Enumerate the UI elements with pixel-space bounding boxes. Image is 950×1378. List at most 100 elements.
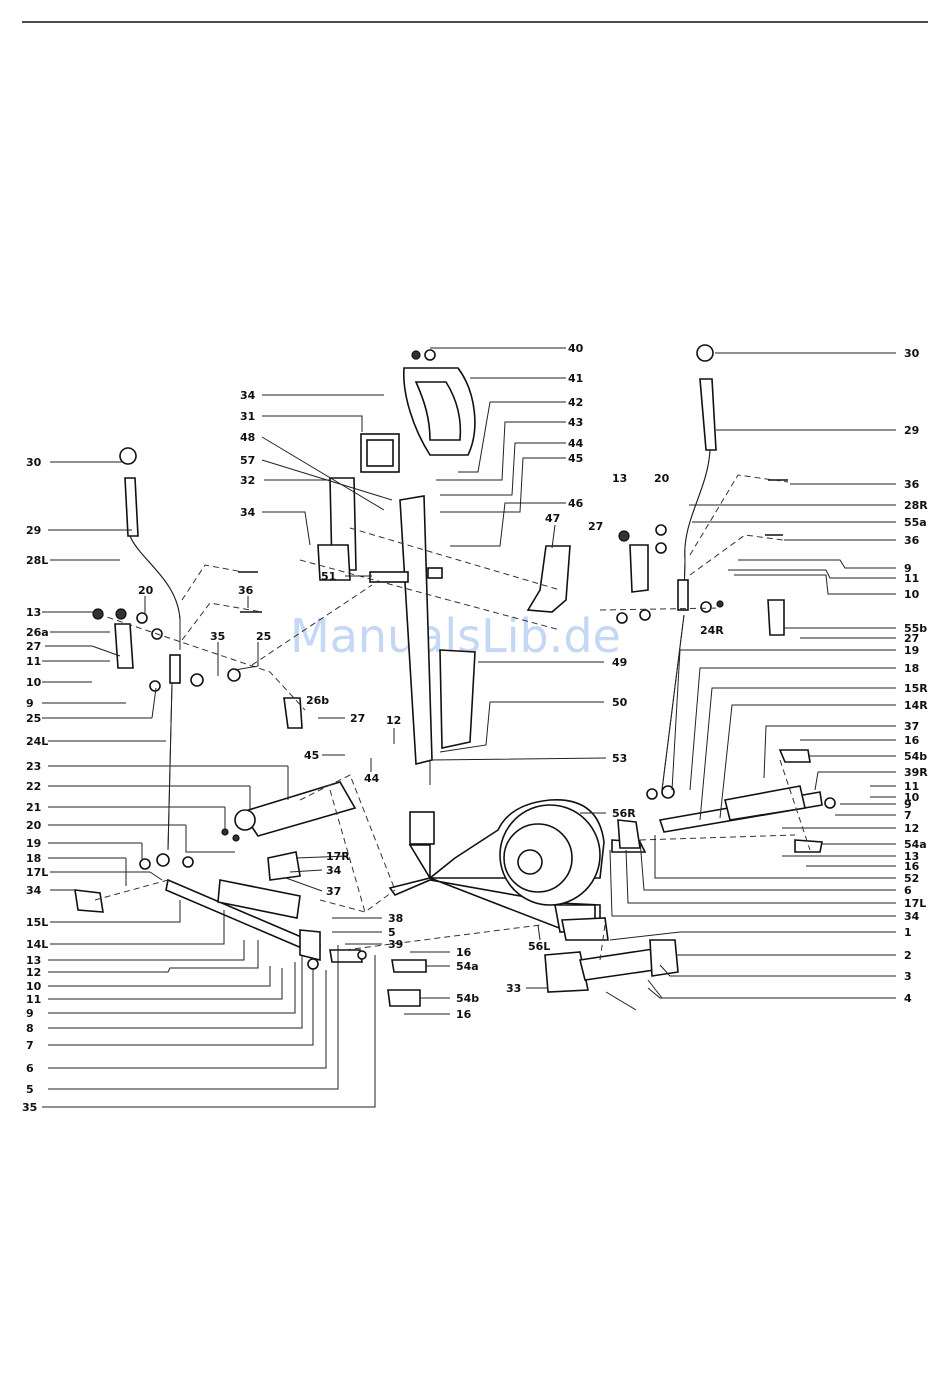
callout: 16 [904, 860, 920, 873]
callout: 54b [904, 750, 927, 763]
callout: 20 [138, 584, 154, 597]
callout: 47 [545, 512, 560, 525]
callout: 15L [26, 916, 48, 929]
callout: 54b [456, 992, 479, 1005]
callout: 49 [612, 656, 627, 669]
callout: 54a [904, 838, 927, 851]
callout: 27 [350, 712, 365, 725]
callout: 13 [612, 472, 627, 485]
callout: 34 [240, 506, 256, 519]
left-pedal-arm [74, 851, 427, 1007]
callout: 36 [238, 584, 254, 597]
callout: 7 [26, 1039, 34, 1052]
callout: 14R [904, 699, 928, 712]
callout: 11 [904, 780, 919, 793]
callout: 35 [22, 1101, 37, 1114]
callout: 8 [26, 1022, 34, 1035]
callout: 31 [240, 410, 255, 423]
callout: 32 [240, 474, 255, 487]
assembly-lines [94, 474, 811, 961]
callout: 46 [568, 497, 584, 510]
callout: 24R [700, 624, 724, 637]
callout: 25 [26, 712, 41, 725]
callout: 7 [904, 809, 912, 822]
callout: 16 [456, 1008, 472, 1021]
callout: 33 [506, 982, 521, 995]
callout: 19 [904, 644, 919, 657]
callout: 14L [26, 938, 48, 951]
callout: 2 [904, 949, 912, 962]
callout: 30 [26, 456, 42, 469]
callout: 5 [388, 926, 396, 939]
callout: 11 [904, 572, 919, 585]
callout: 24L [26, 735, 48, 748]
callout: 34 [26, 884, 42, 897]
callout: 37 [904, 720, 919, 733]
callout: 12 [386, 714, 401, 727]
callout: 34 [240, 389, 256, 402]
callout: 10 [26, 980, 42, 993]
callout: 9 [26, 1007, 34, 1020]
callout: 25 [256, 630, 271, 643]
callout: 17L [26, 866, 48, 879]
callout: 52 [904, 872, 919, 885]
callout: 41 [568, 372, 583, 385]
callout: 39R [904, 766, 928, 779]
callout: 27 [26, 640, 41, 653]
callout: 26b [306, 694, 329, 707]
callout: 18 [904, 662, 919, 675]
callout-labels-center: 34 31 48 57 32 34 51 47 49 50 53 56R 56L… [240, 389, 636, 1021]
callout: 56L [528, 940, 550, 953]
callout: 5 [26, 1083, 34, 1096]
callout: 40 [568, 342, 584, 355]
callout: 37 [326, 885, 341, 898]
callout: 29 [26, 524, 41, 537]
callout: 15R [904, 682, 928, 695]
callout-labels-left: 30 29 28L 13 20 36 26a 35 25 27 11 10 9 … [22, 456, 401, 1114]
callout: 3 [904, 970, 912, 983]
callout: 50 [612, 696, 628, 709]
callout: 18 [26, 852, 41, 865]
callout: 9 [904, 562, 912, 575]
callout: 6 [904, 884, 912, 897]
callout: 11 [26, 655, 41, 668]
callout: 35 [210, 630, 225, 643]
leader-lines [42, 347, 896, 1108]
right-pedal-arm [617, 749, 836, 853]
callout: 12 [26, 966, 41, 979]
callout: 28L [26, 554, 48, 567]
callout: 42 [568, 396, 583, 409]
callout: 36 [904, 534, 920, 547]
callout: 28R [904, 499, 928, 512]
right-handlebar-assembly [616, 344, 788, 800]
callout: 9 [26, 697, 34, 710]
callout: 1 [904, 926, 912, 939]
callout: 34 [326, 864, 342, 877]
callout: 39 [388, 938, 403, 951]
callout: 20 [26, 819, 42, 832]
callout: 26a [26, 626, 49, 639]
callout: 44 [568, 437, 584, 450]
callout: 45 [304, 749, 319, 762]
callout: 27 [588, 520, 603, 533]
callout: 16 [456, 946, 472, 959]
callout: 9 [904, 798, 912, 811]
callout-labels-right: 40 41 42 43 44 45 46 13 20 27 30 29 36 2… [568, 342, 928, 1005]
callout: 48 [240, 431, 255, 444]
main-frame-flywheel [388, 799, 609, 941]
callout: 57 [240, 454, 255, 467]
center-console-mast [317, 349, 571, 766]
callout: 10 [26, 676, 42, 689]
callout: 56R [612, 807, 636, 820]
callout: 19 [26, 837, 41, 850]
callout: 10 [904, 588, 920, 601]
callout: 43 [568, 416, 583, 429]
callout: 51 [321, 570, 336, 583]
callout: 10 [904, 791, 920, 804]
callout: 27 [904, 632, 919, 645]
callout: 12 [904, 822, 919, 835]
callout: 36 [904, 478, 920, 491]
callout: 11 [26, 993, 41, 1006]
callout: 17R [326, 850, 350, 863]
callout: 38 [388, 912, 403, 925]
